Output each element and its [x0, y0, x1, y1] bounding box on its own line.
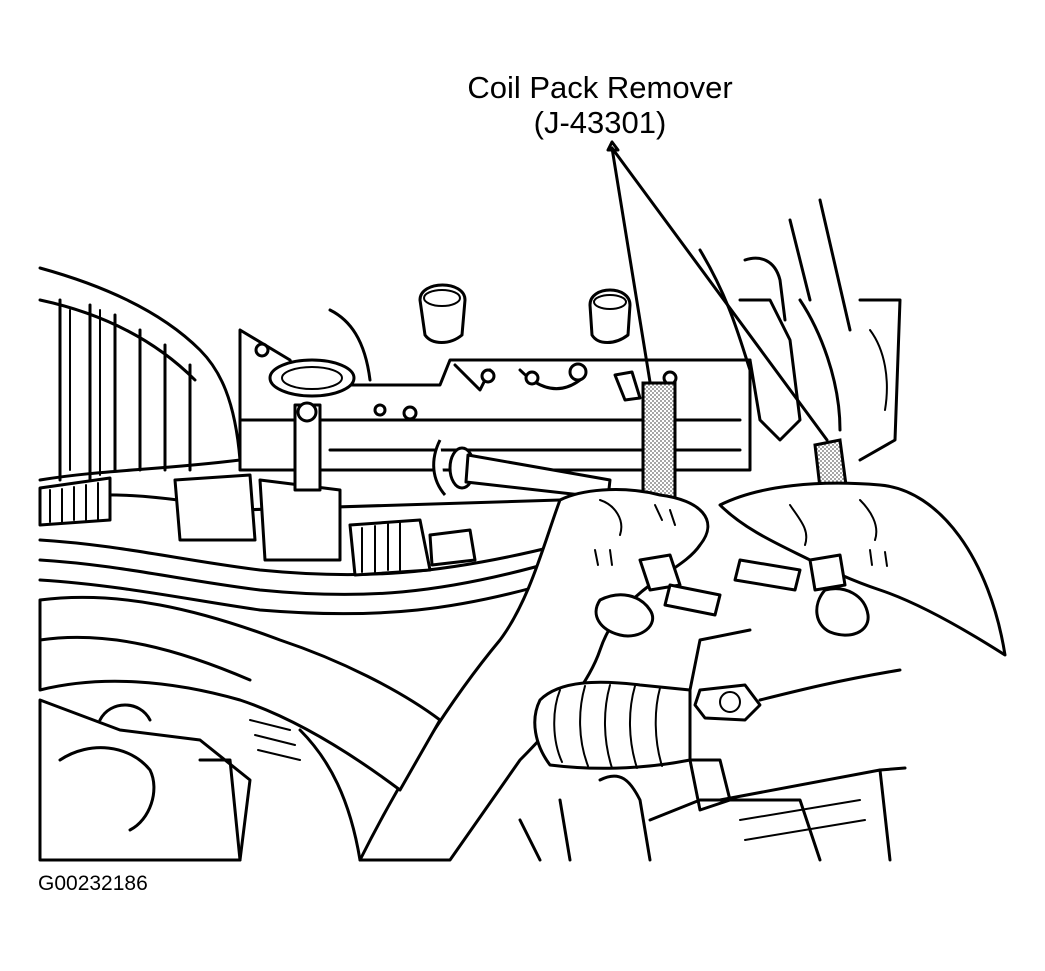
figure-id: G00232186	[38, 872, 148, 895]
wiring-harness	[38, 401, 562, 616]
callout-part-number: (J-43301)	[533, 105, 667, 140]
plug-caps	[418, 283, 632, 344]
lower-hose	[38, 595, 442, 792]
left-engine-cover	[38, 266, 242, 482]
callout-leaders	[606, 140, 829, 442]
lower-left-components	[38, 698, 362, 862]
corrugated-boot	[533, 628, 752, 770]
callout-title: Coil Pack Remover	[467, 70, 733, 105]
coil-pack-remover-callout: Coil Pack Remover (J-43301)	[420, 70, 780, 140]
mount-bolts	[594, 553, 902, 722]
valve-cover	[238, 248, 787, 472]
hands	[358, 481, 1007, 862]
lower-right-components	[518, 758, 907, 862]
right-engine-structure	[738, 198, 902, 462]
